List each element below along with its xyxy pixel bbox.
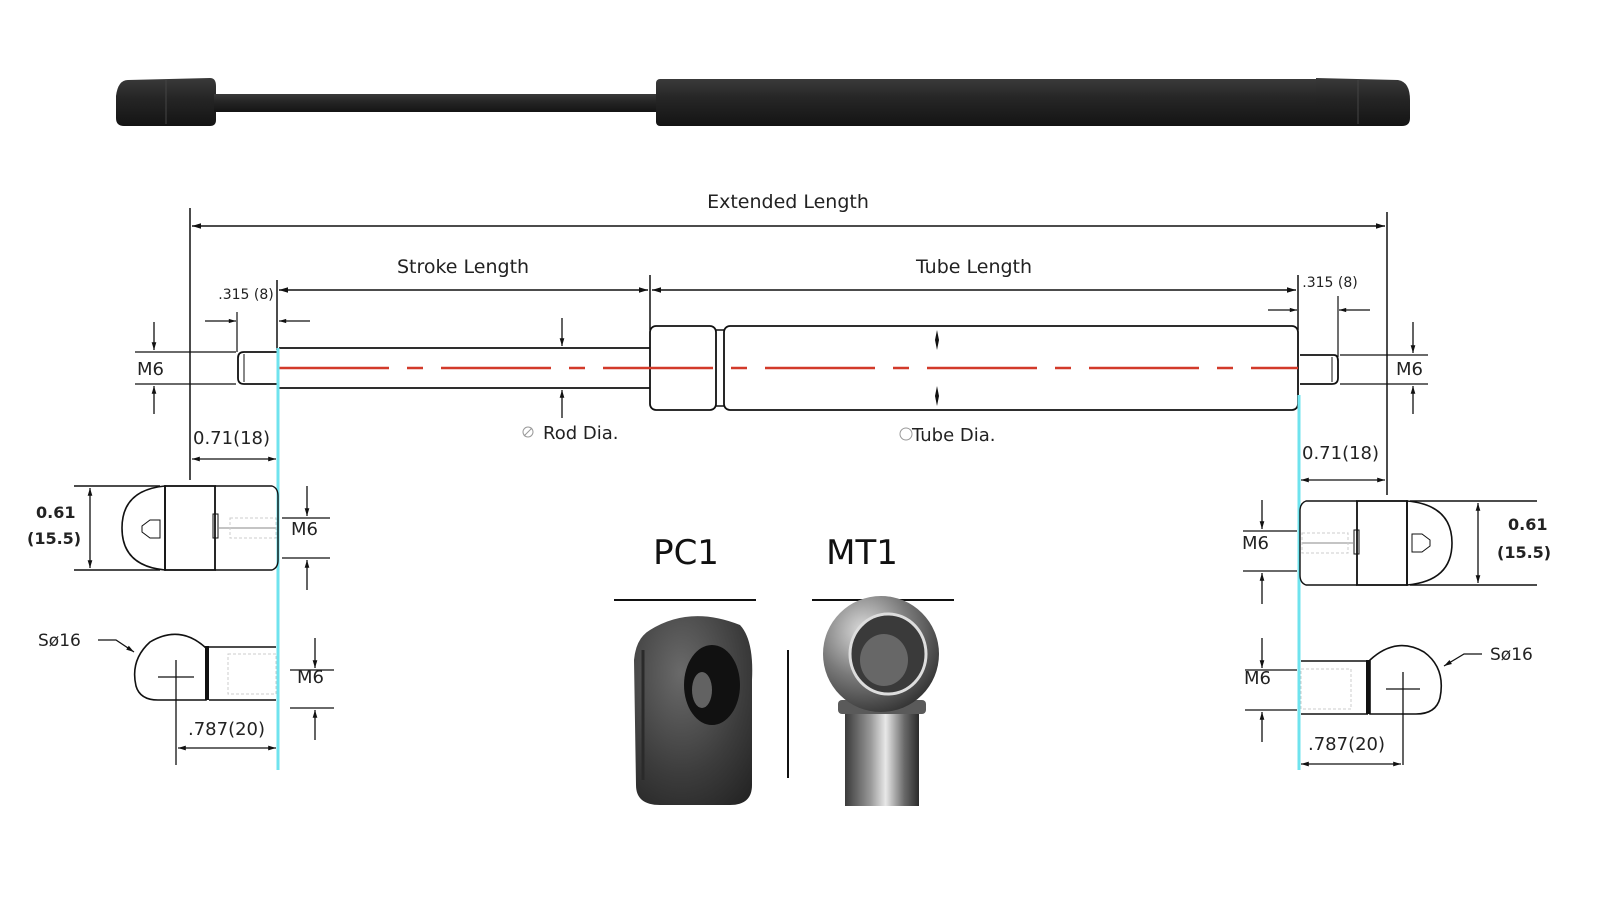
thread-offset-left-label: .315 (8) — [218, 287, 273, 303]
cylinder-tube — [656, 79, 1320, 126]
spring-outline — [237, 325, 1339, 770]
right-height-in: 0.61 — [1508, 515, 1547, 534]
left-height-mm: (15.5) — [27, 529, 81, 548]
extended-length-label: Extended Length — [707, 191, 869, 213]
left-thread-top-label: M6 — [291, 519, 318, 540]
right-end-cap — [1316, 78, 1410, 126]
option-pc1-label: PC1 — [653, 533, 719, 573]
left-ball-len-label: .787(20) — [188, 719, 265, 740]
right-fittings: 0.71(18) 0.61 (15.5) M6 Sø16 — [1242, 443, 1551, 767]
right-height-mm: (15.5) — [1497, 543, 1551, 562]
diameter-icon — [522, 426, 534, 438]
thread-offset-left-dimension: .315 (8) — [205, 287, 310, 352]
right-ball-dia-label: Sø16 — [1490, 645, 1533, 665]
thread-offset-right-dimension: .315 (8) — [1268, 275, 1370, 357]
option-pc1: PC1 — [614, 533, 756, 805]
left-fittings: 0.71(18) 0.61 (15.5) M6 Sø16 — [27, 428, 334, 765]
diameter-icon — [899, 427, 913, 441]
thread-right-label: M6 — [1396, 359, 1423, 380]
right-offset-label: 0.71(18) — [1302, 443, 1379, 464]
gas-spring-photo — [116, 78, 1410, 126]
tube-dia-dimension: Tube Dia. — [899, 330, 996, 446]
rod-dia-label: Rod Dia. — [543, 423, 618, 444]
mt1-fitting-image — [823, 596, 939, 806]
pc1-fitting-image — [634, 616, 753, 805]
thread-offset-right-label: .315 (8) — [1302, 275, 1357, 291]
thread-right-dimension: M6 — [1340, 322, 1428, 414]
thread-left-dimension: M6 — [135, 322, 236, 414]
option-mt1: MT1 — [812, 533, 954, 806]
piston-rod — [214, 94, 660, 112]
tube-length-dimension: Tube Length — [652, 256, 1299, 330]
rod-dia-dimension: Rod Dia. — [522, 318, 618, 444]
left-thread-bottom-label: M6 — [297, 667, 324, 688]
stroke-length-dimension: Stroke Length — [276, 256, 651, 350]
tube-dia-label: Tube Dia. — [911, 425, 996, 446]
right-thread-bottom-label: M6 — [1244, 668, 1271, 689]
left-offset-label: 0.71(18) — [193, 428, 270, 449]
left-ball-dia-label: Sø16 — [38, 631, 81, 651]
right-thread-top-label: M6 — [1242, 533, 1269, 554]
right-ball-len-label: .787(20) — [1308, 734, 1385, 755]
stroke-length-label: Stroke Length — [397, 256, 529, 278]
option-mt1-label: MT1 — [826, 533, 898, 573]
extended-length-dimension: Extended Length — [189, 191, 1388, 495]
thread-left-label: M6 — [137, 359, 164, 380]
tube-length-label: Tube Length — [915, 256, 1032, 278]
left-height-in: 0.61 — [36, 503, 75, 522]
